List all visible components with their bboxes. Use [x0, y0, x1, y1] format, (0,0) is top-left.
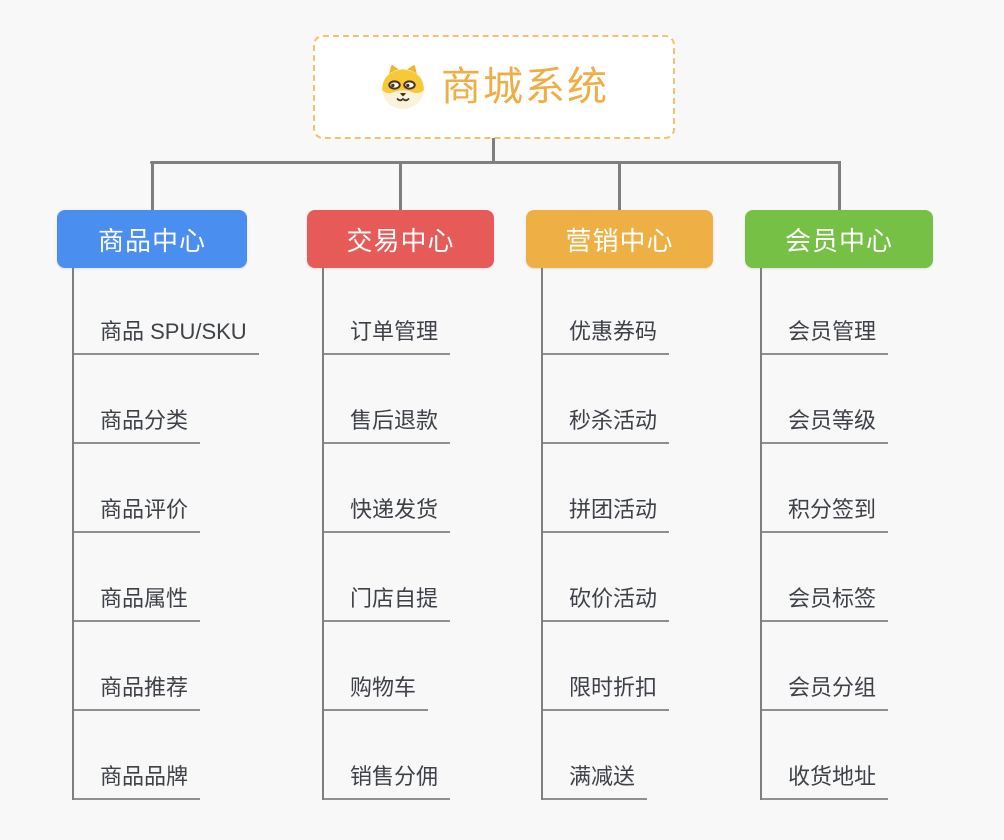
child-node-label: 购物车	[322, 677, 429, 711]
branch-children-column: 优惠券码秒杀活动拼团活动砍价活动限时折扣满减送	[541, 266, 670, 800]
branch-children-column: 商品 SPU/SKU 商品分类商品评价商品属性商品推荐商品品牌	[72, 266, 259, 800]
connector-branch-drop	[837, 161, 841, 210]
child-node-label: 会员分组	[760, 677, 889, 711]
root-title: 商城系统	[441, 65, 609, 109]
child-node-label: 优惠券码	[541, 321, 670, 355]
branch-node-label: 营销中心	[565, 225, 674, 256]
child-node-label: 拼团活动	[541, 499, 670, 533]
branch-node-label: 商品中心	[97, 225, 206, 256]
child-node-label: 商品品牌	[72, 766, 201, 800]
branch-node-2[interactable]: 营销中心	[526, 210, 713, 268]
connector-root-drop	[492, 138, 495, 163]
child-node[interactable]: 积分签到	[760, 444, 889, 533]
child-node[interactable]: 商品属性	[72, 533, 259, 622]
child-node-label: 销售分佣	[322, 766, 451, 800]
child-node[interactable]: 商品分类	[72, 355, 259, 444]
child-node-label: 商品 SPU/SKU	[72, 321, 259, 355]
root-node[interactable]: 商城系统	[313, 35, 675, 139]
connector-branch-drop	[399, 161, 402, 210]
child-node[interactable]: 门店自提	[322, 533, 451, 622]
child-node[interactable]: 快递发货	[322, 444, 451, 533]
child-node-label: 砍价活动	[541, 588, 670, 622]
branch-node-label: 会员中心	[784, 225, 893, 256]
child-node[interactable]: 订单管理	[322, 266, 451, 355]
child-node[interactable]: 优惠券码	[541, 266, 670, 355]
child-node[interactable]: 砍价活动	[541, 533, 670, 622]
child-node-label: 快递发货	[322, 499, 451, 533]
branch-node-1[interactable]: 交易中心	[307, 210, 494, 268]
child-node[interactable]: 销售分佣	[322, 711, 451, 800]
child-node-label: 会员标签	[760, 588, 889, 622]
branch-node-3[interactable]: 会员中心	[745, 210, 933, 268]
branch-children-column: 订单管理售后退款快递发货门店自提购物车销售分佣	[322, 266, 451, 800]
child-node-label: 会员管理	[760, 321, 889, 355]
child-node-label: 秒杀活动	[541, 410, 670, 444]
branch-node-0[interactable]: 商品中心	[57, 210, 247, 268]
connector-branch-trunk	[760, 268, 762, 800]
child-node[interactable]: 满减送	[541, 711, 669, 800]
child-node-label: 门店自提	[322, 588, 451, 622]
child-node[interactable]: 售后退款	[322, 355, 451, 444]
child-node[interactable]: 购物车	[322, 622, 450, 711]
child-node-label: 限时折扣	[541, 677, 670, 711]
child-node-label: 商品属性	[72, 588, 201, 622]
child-node[interactable]: 会员标签	[760, 533, 889, 622]
connector-branch-drop	[150, 161, 154, 210]
connector-horizontal-bar	[150, 161, 840, 164]
connector-branch-trunk	[72, 268, 74, 800]
child-node-label: 商品评价	[72, 499, 201, 533]
branch-node-label: 交易中心	[346, 225, 455, 256]
child-node[interactable]: 商品评价	[72, 444, 259, 533]
child-node[interactable]: 会员分组	[760, 622, 889, 711]
child-node[interactable]: 会员等级	[760, 355, 889, 444]
child-node-label: 商品推荐	[72, 677, 201, 711]
child-node-label: 积分签到	[760, 499, 889, 533]
connector-branch-drop	[618, 161, 621, 210]
child-node-label: 订单管理	[322, 321, 451, 355]
child-node[interactable]: 商品品牌	[72, 711, 259, 800]
branch-children-column: 会员管理会员等级积分签到会员标签会员分组收货地址	[760, 266, 889, 800]
child-node-label: 满减送	[541, 766, 648, 800]
child-node[interactable]: 秒杀活动	[541, 355, 670, 444]
connector-branch-trunk	[541, 268, 543, 800]
child-node-label: 会员等级	[760, 410, 889, 444]
child-node[interactable]: 商品推荐	[72, 622, 259, 711]
dog-face-icon	[382, 65, 424, 109]
child-node[interactable]: 收货地址	[760, 711, 889, 800]
child-node-label: 商品分类	[72, 410, 201, 444]
child-node-label: 售后退款	[322, 410, 451, 444]
child-node[interactable]: 限时折扣	[541, 622, 670, 711]
connector-branch-trunk	[322, 268, 324, 800]
child-node[interactable]: 拼团活动	[541, 444, 670, 533]
child-node[interactable]: 商品 SPU/SKU	[72, 266, 259, 355]
child-node[interactable]: 会员管理	[760, 266, 889, 355]
child-node-label: 收货地址	[760, 766, 889, 800]
